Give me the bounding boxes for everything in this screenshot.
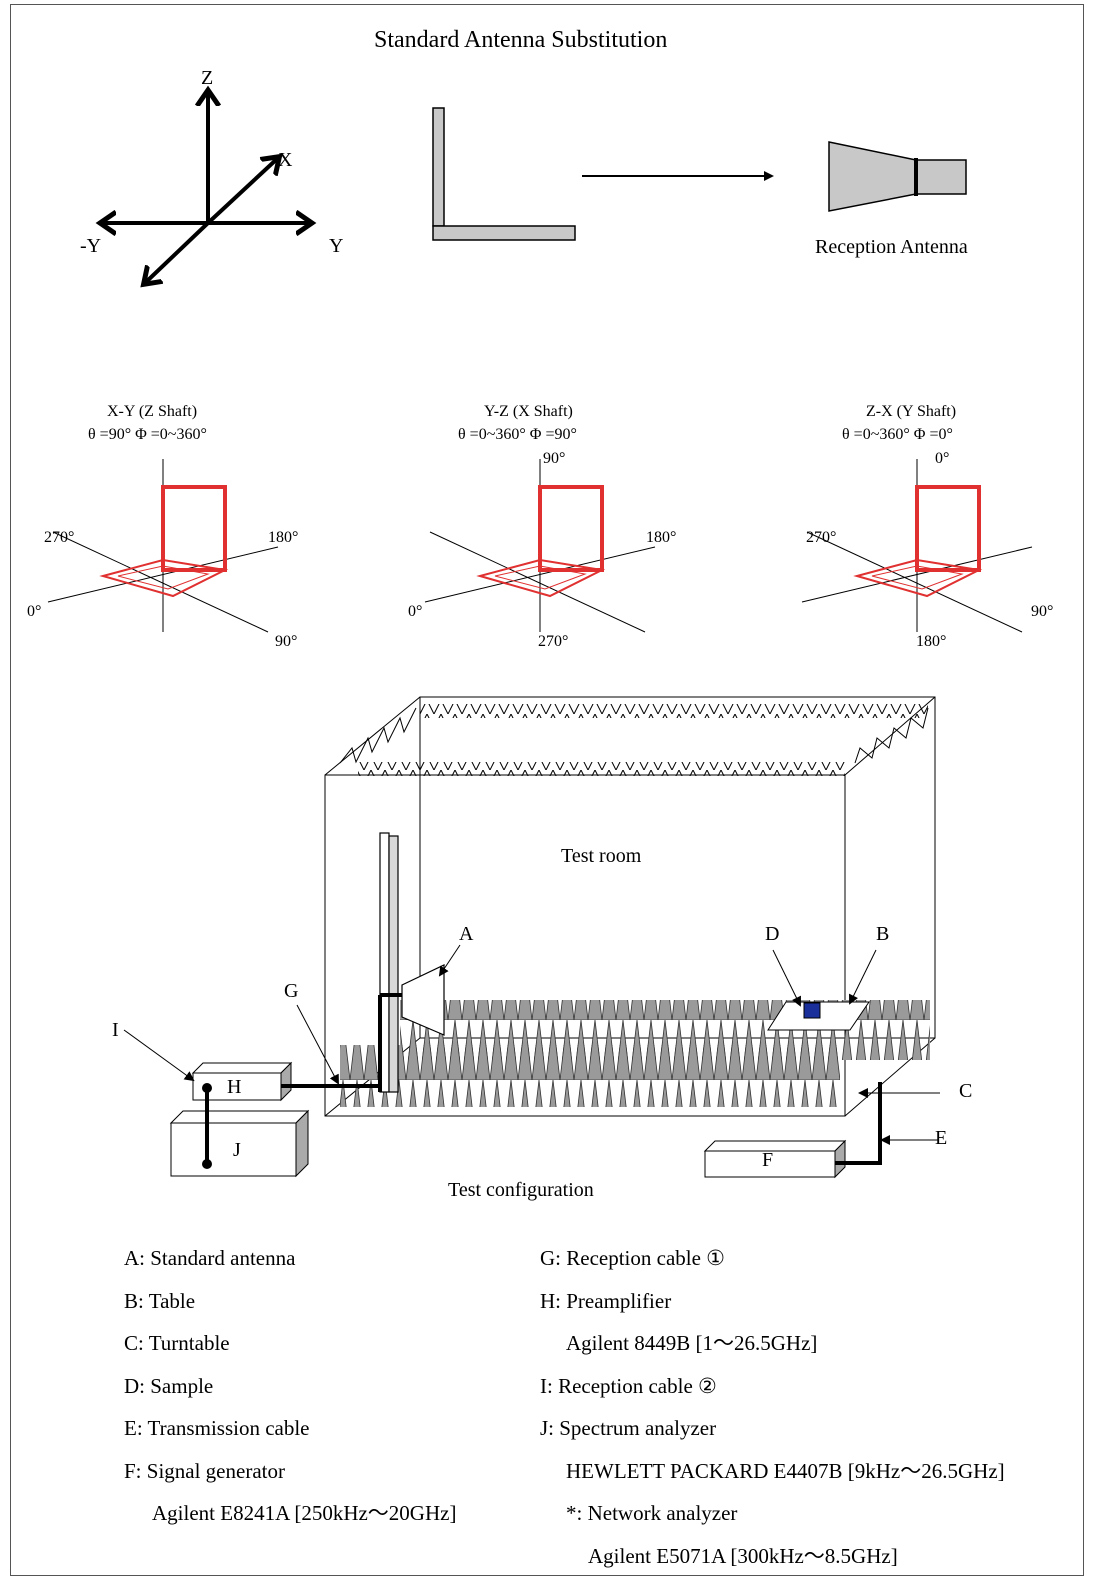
equipment-boxes bbox=[169, 1061, 847, 1179]
marker-d: D bbox=[765, 923, 780, 945]
plane-zx-label-0: 0° bbox=[935, 450, 950, 467]
marker-a: A bbox=[459, 923, 474, 945]
z-axis-label: Z bbox=[201, 67, 214, 89]
cables bbox=[205, 1082, 882, 1165]
coordinate-axes bbox=[102, 92, 310, 283]
reception-antenna-label: Reception Antenna bbox=[815, 236, 968, 258]
plane-xy-params: θ =90° Φ =0~360° bbox=[88, 426, 207, 443]
legend-item-a: A: Standard antenna bbox=[124, 1246, 296, 1270]
neg-y-axis-label: -Y bbox=[80, 235, 102, 257]
marker-b: B bbox=[876, 923, 890, 945]
plane-xy-label-90: 90° bbox=[275, 633, 298, 650]
plane-diagrams bbox=[47, 459, 1033, 633]
marker-f: F bbox=[762, 1149, 774, 1171]
figure-frame bbox=[10, 4, 1084, 1576]
plane-zx-laptop-keyboard bbox=[871, 565, 964, 590]
sample-table bbox=[767, 1001, 870, 1031]
legend-item-b: B: Table bbox=[124, 1289, 196, 1313]
x-axis-label: X bbox=[278, 149, 293, 171]
antenna-mast bbox=[378, 832, 445, 1093]
ceiling-side-teeth bbox=[339, 707, 929, 764]
plane-xy-title: X-Y (Z Shaft) bbox=[107, 403, 198, 420]
legend-item-h: H: Preamplifier bbox=[540, 1289, 672, 1313]
plane-zx-laptop-base bbox=[853, 558, 983, 598]
plane-xy-label-270: 270° bbox=[44, 529, 75, 546]
y-axis-label: Y bbox=[329, 235, 344, 257]
marker-g: G bbox=[284, 980, 299, 1002]
legend-item-network-analyzer-model: Agilent E5071A [300kHz～8.5GHz] bbox=[588, 1544, 898, 1568]
plane-yz-label-0: 0° bbox=[408, 603, 423, 620]
plane-yz-diagonal-axis bbox=[429, 531, 646, 633]
marker-c: C bbox=[959, 1080, 973, 1102]
plane-yz-params: θ =0~360° Φ =90° bbox=[458, 426, 577, 443]
plane-yz-label-180: 180° bbox=[646, 529, 677, 546]
legend-item-j-model: HEWLETT PACKARD E4407B [9kHz～26.5GHz] bbox=[566, 1459, 1005, 1483]
plane-xy-diagonal-axis bbox=[52, 531, 269, 633]
plane-yz-laptop-screen bbox=[538, 485, 604, 572]
marker-h: H bbox=[227, 1076, 242, 1098]
plane-zx-params: θ =0~360° Φ =0° bbox=[842, 426, 953, 443]
plane-zx-laptop-screen bbox=[915, 485, 981, 572]
plane-yz-title: Y-Z (X Shaft) bbox=[484, 403, 573, 420]
standard-antenna-shape bbox=[432, 107, 576, 241]
plane-xy-laptop-base bbox=[99, 558, 229, 598]
plane-yz-horizontal-axis bbox=[424, 546, 656, 603]
plane-yz-laptop-base bbox=[476, 558, 606, 598]
legend-item-i: I: Reception cable ② bbox=[540, 1374, 717, 1398]
plane-zx-horizontal-axis bbox=[801, 546, 1033, 603]
legend-item-c: C: Turntable bbox=[124, 1331, 230, 1355]
legend-item-j: J: Spectrum analyzer bbox=[540, 1416, 717, 1440]
plane-zx-title: Z-X (Y Shaft) bbox=[866, 403, 957, 420]
horn-antenna-shape bbox=[828, 141, 967, 212]
legend-item-f-model: Agilent E8241A [250kHz～20GHz] bbox=[152, 1501, 457, 1525]
plane-yz-label-270: 270° bbox=[538, 633, 569, 650]
plane-zx-label-90: 90° bbox=[1031, 603, 1054, 620]
plane-xy-label-180: 180° bbox=[268, 529, 299, 546]
marker-i: I bbox=[112, 1019, 119, 1041]
marker-e: E bbox=[935, 1127, 948, 1149]
legend-item-g: G: Reception cable ① bbox=[540, 1246, 726, 1270]
plane-zx-label-270: 270° bbox=[806, 529, 837, 546]
plane-xy-laptop-screen bbox=[161, 485, 227, 572]
leader-lines bbox=[123, 944, 940, 1145]
test-configuration-label: Test configuration bbox=[448, 1179, 594, 1201]
legend-item-e: E: Transmission cable bbox=[124, 1416, 310, 1440]
plane-yz-laptop-keyboard bbox=[494, 565, 587, 590]
legend-item-network-analyzer: *: Network analyzer bbox=[566, 1501, 738, 1525]
plane-xy-label-0: 0° bbox=[27, 603, 42, 620]
plane-xy-laptop-keyboard bbox=[117, 565, 210, 590]
marker-j: J bbox=[233, 1139, 241, 1161]
plane-zx-diagonal-axis bbox=[806, 531, 1023, 633]
legend-item-h-model: Agilent 8449B [1～26.5GHz] bbox=[566, 1331, 818, 1355]
plane-yz-label-90: 90° bbox=[543, 450, 566, 467]
plane-xy-horizontal-axis bbox=[47, 546, 279, 603]
plane-zx-label-180: 180° bbox=[916, 633, 947, 650]
diagram-title: Standard Antenna Substitution bbox=[374, 27, 668, 53]
test-room-label: Test room bbox=[561, 845, 642, 867]
legend-item-d: D: Sample bbox=[124, 1374, 214, 1398]
legend-item-f: F: Signal generator bbox=[124, 1459, 285, 1483]
